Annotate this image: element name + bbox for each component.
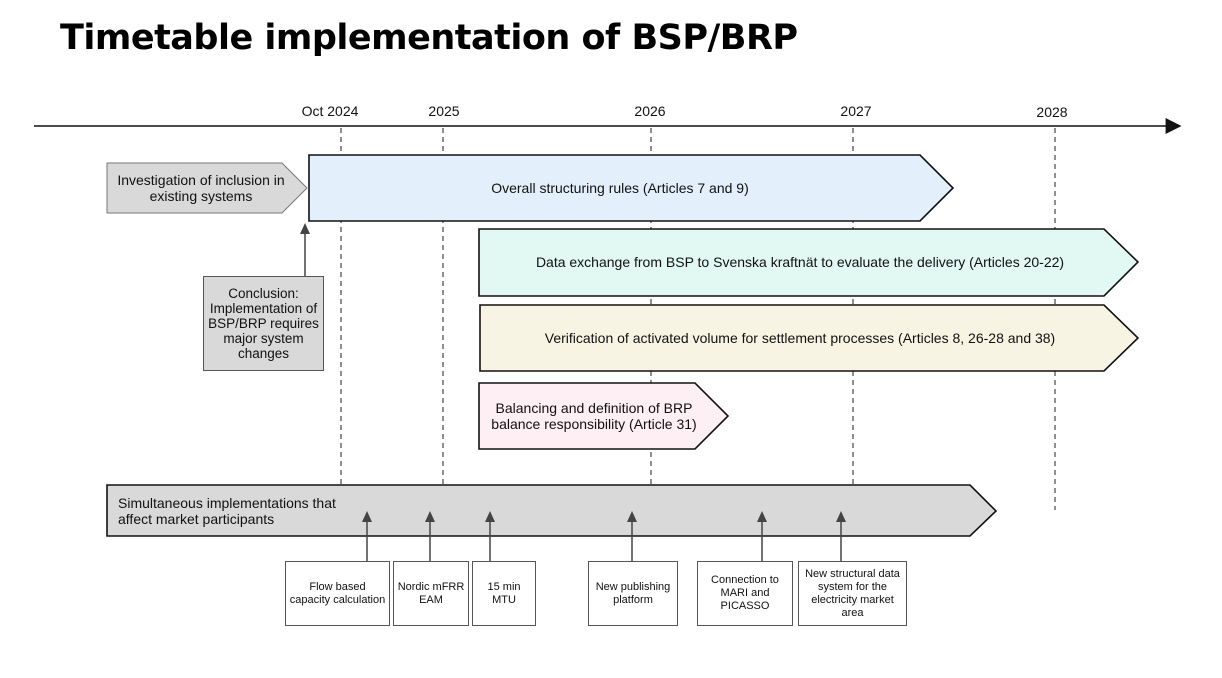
conclusion-box: Conclusion: Implementation of BSP/BRP re…: [203, 276, 324, 371]
simultaneous-shape: [106, 484, 998, 537]
balancing-label: Balancing and definition of BRP balance …: [491, 400, 697, 432]
impl-flow-based: Flow based capacity calculation: [285, 561, 390, 626]
impl-publishing-platform: New publishing platform: [588, 561, 678, 626]
data-exchange-label: Data exchange from BSP to Svenska kraftn…: [535, 254, 1065, 270]
verification-shape: [479, 304, 1140, 372]
verification-label: Verification of activated volume for set…: [544, 330, 1056, 346]
impl-15-min-mtu: 15 min MTU: [472, 561, 536, 626]
structuring-label: Overall structuring rules (Articles 7 an…: [491, 180, 749, 196]
balancing-shape: [478, 382, 730, 450]
investigation-shape: [106, 162, 308, 214]
page-title: Timetable implementation of BSP/BRP: [60, 18, 798, 58]
impl-structural-data-system: New structural data system for the elect…: [798, 561, 907, 626]
data-exchange-shape: [478, 228, 1140, 297]
year-label-2028: 2028: [1036, 104, 1068, 120]
impl-mari-picasso: Connection to MARI and PICASSO: [697, 561, 793, 626]
simultaneous-label: Simultaneous implementations that affect…: [118, 495, 336, 527]
investigation-label: Investigation of inclusion in existing s…: [117, 172, 285, 204]
year-label-oct-2024: Oct 2024: [301, 103, 359, 119]
year-label-2027: 2027: [840, 103, 872, 119]
year-label-2026: 2026: [634, 103, 666, 119]
impl-nordic-mfrr: Nordic mFRR EAM: [393, 561, 469, 626]
year-label-2025: 2025: [428, 103, 460, 119]
structuring-shape: [308, 154, 955, 222]
